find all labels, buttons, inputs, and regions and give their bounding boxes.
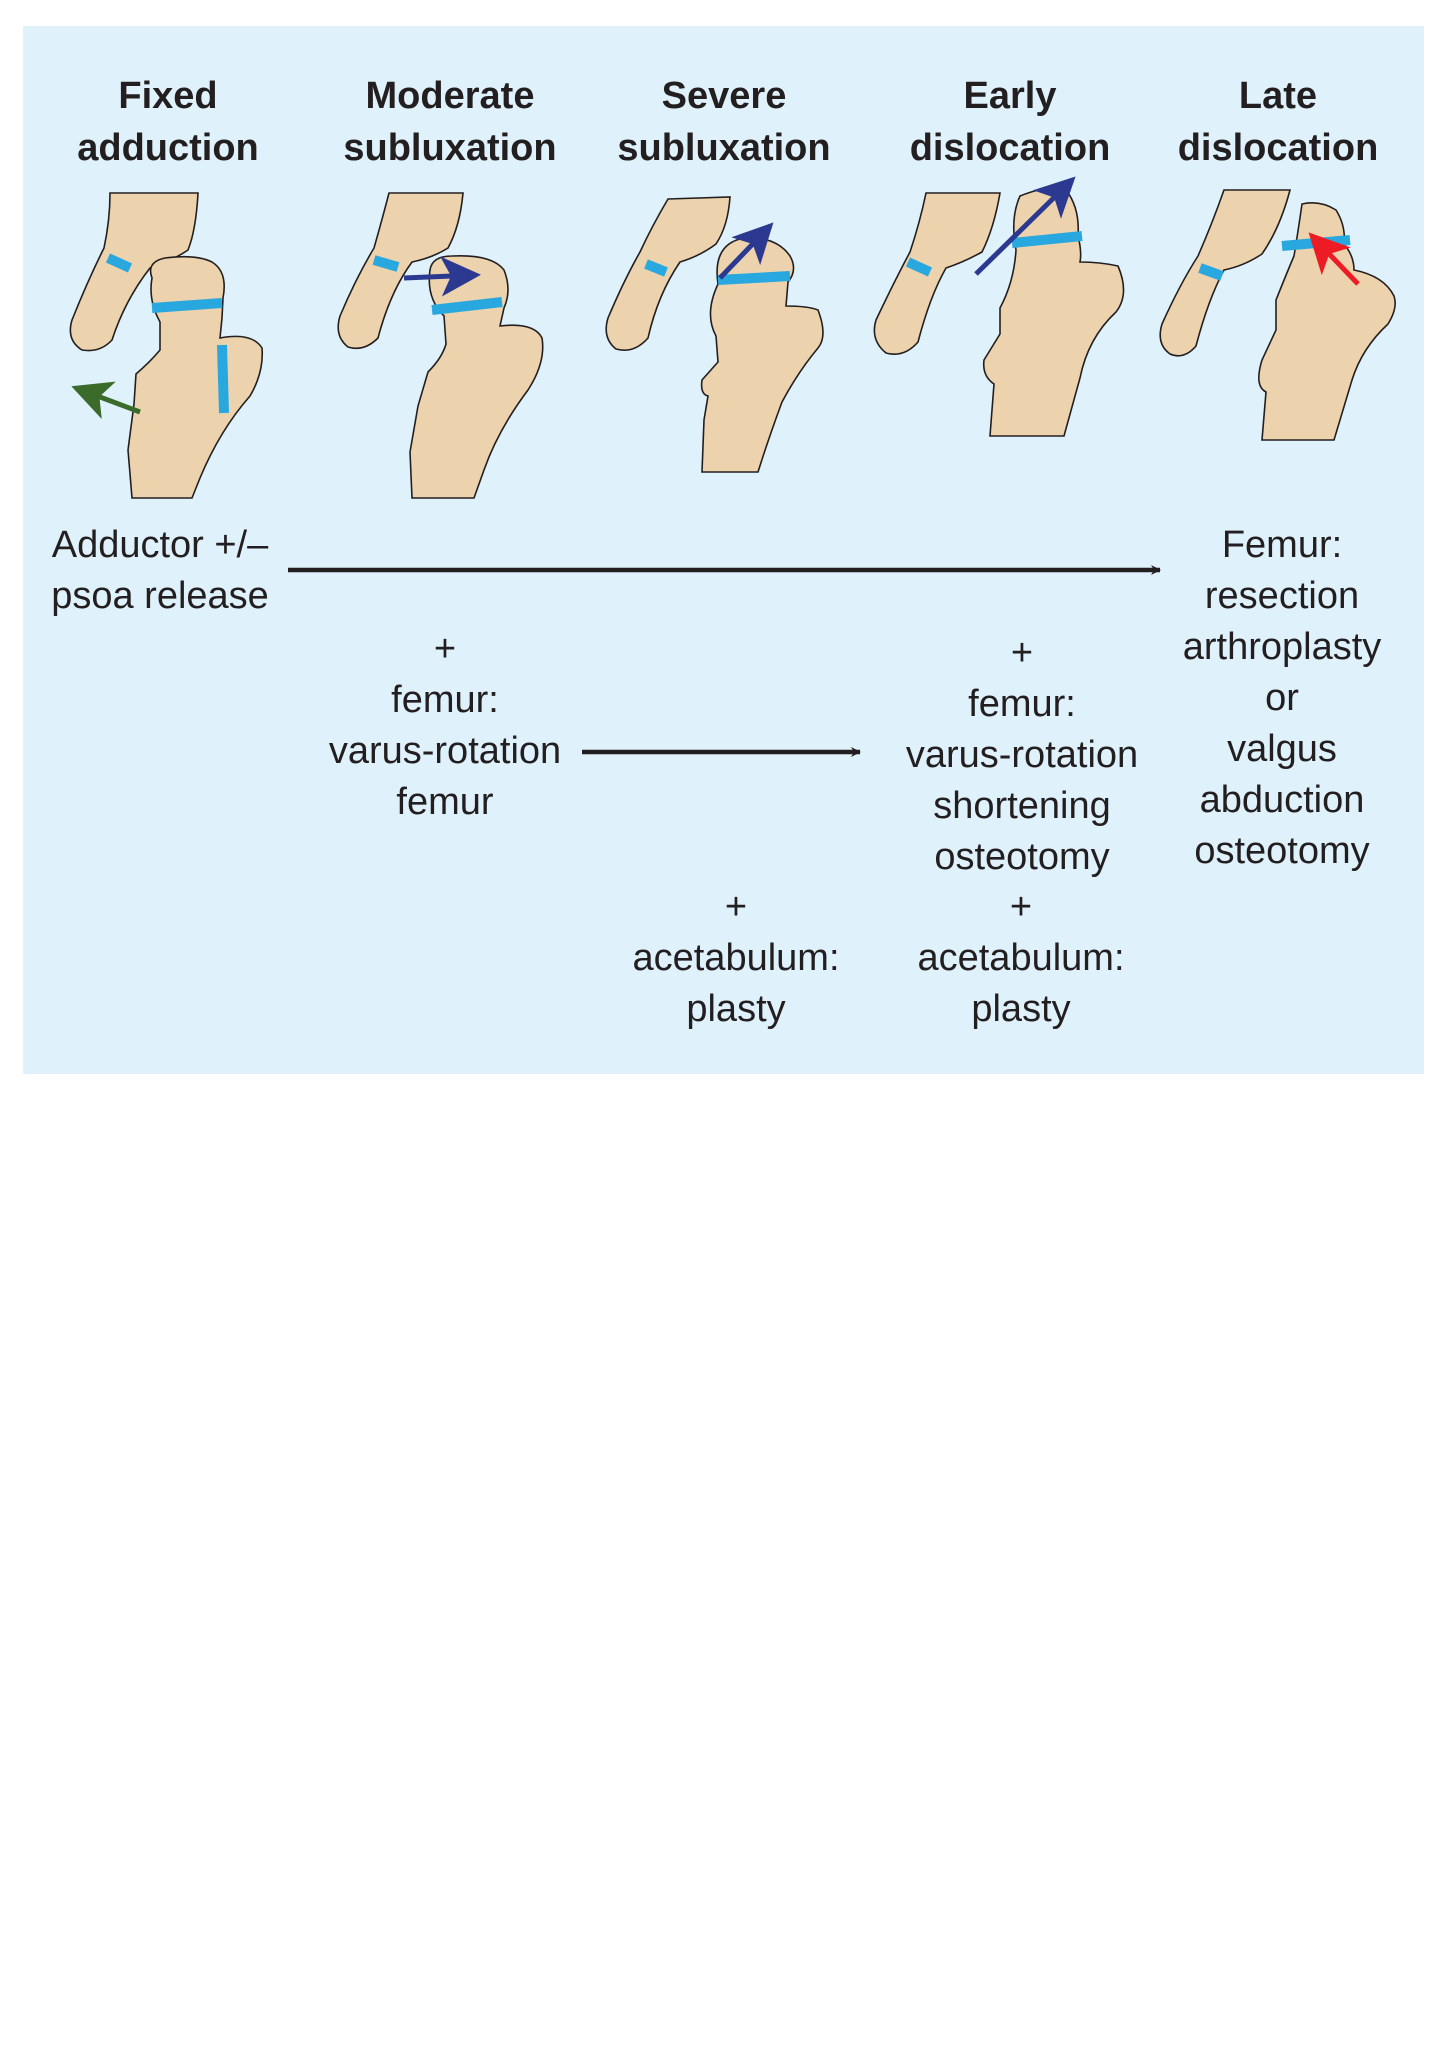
treatment-late-femur-options: Femur: resection arthroplasty or valgus … <box>1182 524 1382 872</box>
pelvis-bone <box>605 196 731 351</box>
pelvis-bone <box>1159 189 1292 357</box>
growth-plate-pelvis <box>644 259 668 277</box>
navy-arrow <box>718 222 774 280</box>
stage-severe-subluxation-illustration <box>605 196 824 473</box>
pelvis-bone <box>337 192 464 350</box>
treatment-femur-varus-rotation: + femur: varus-rotation femur <box>328 628 562 823</box>
treatment-acetabulum-plasty-early: + acetabulum: plasty <box>917 886 1125 1030</box>
stage-title-late-dislocation: Late dislocation <box>1177 75 1379 169</box>
stage-fixed-adduction-illustration <box>69 192 264 499</box>
stage-title-severe-subluxation: Severe subluxation <box>617 75 831 169</box>
red-arrow <box>1308 232 1360 286</box>
femur-bone <box>127 255 264 499</box>
growth-plate-pelvis <box>905 257 933 277</box>
navy-arrow <box>974 176 1076 276</box>
femur-bone <box>982 187 1125 437</box>
navy-arrow <box>403 256 481 297</box>
growth-plate-femoral-head <box>151 298 223 313</box>
treatment-acetabulum-plasty-severe: + acetabulum: plasty <box>632 886 840 1030</box>
pelvis-bone <box>69 192 199 352</box>
stage-title-moderate-subluxation: Moderate subluxation <box>343 75 557 169</box>
green-arrow <box>71 381 141 420</box>
stage-title-fixed-adduction: Fixed adduction <box>77 75 259 169</box>
stage-title-early-dislocation: Early dislocation <box>909 75 1111 169</box>
growth-plate-femoral-head <box>1011 231 1083 248</box>
stage-moderate-subluxation-illustration <box>337 192 544 499</box>
treatment-femur-shortening-osteotomy: + femur: varus-rotation shortening osteo… <box>905 632 1139 878</box>
femur-bone <box>1258 202 1396 441</box>
growth-plate-trochanter <box>217 344 229 414</box>
femur-bone <box>700 237 824 473</box>
growth-plate-femoral-head <box>431 297 503 315</box>
femur-bone <box>409 254 544 499</box>
hip-diagram-artwork <box>69 176 1396 757</box>
growth-plate-pelvis <box>1198 263 1224 281</box>
treatment-soft-tissue-release: Adductor +/– psoa release <box>51 524 269 617</box>
growth-plate-pelvis <box>372 255 400 272</box>
pelvis-bone <box>873 192 1001 355</box>
growth-plate-femoral-head <box>717 271 791 285</box>
stage-late-dislocation-illustration <box>1159 189 1396 441</box>
growth-plate-pelvis <box>105 253 133 273</box>
stage-early-dislocation-illustration <box>873 176 1125 437</box>
